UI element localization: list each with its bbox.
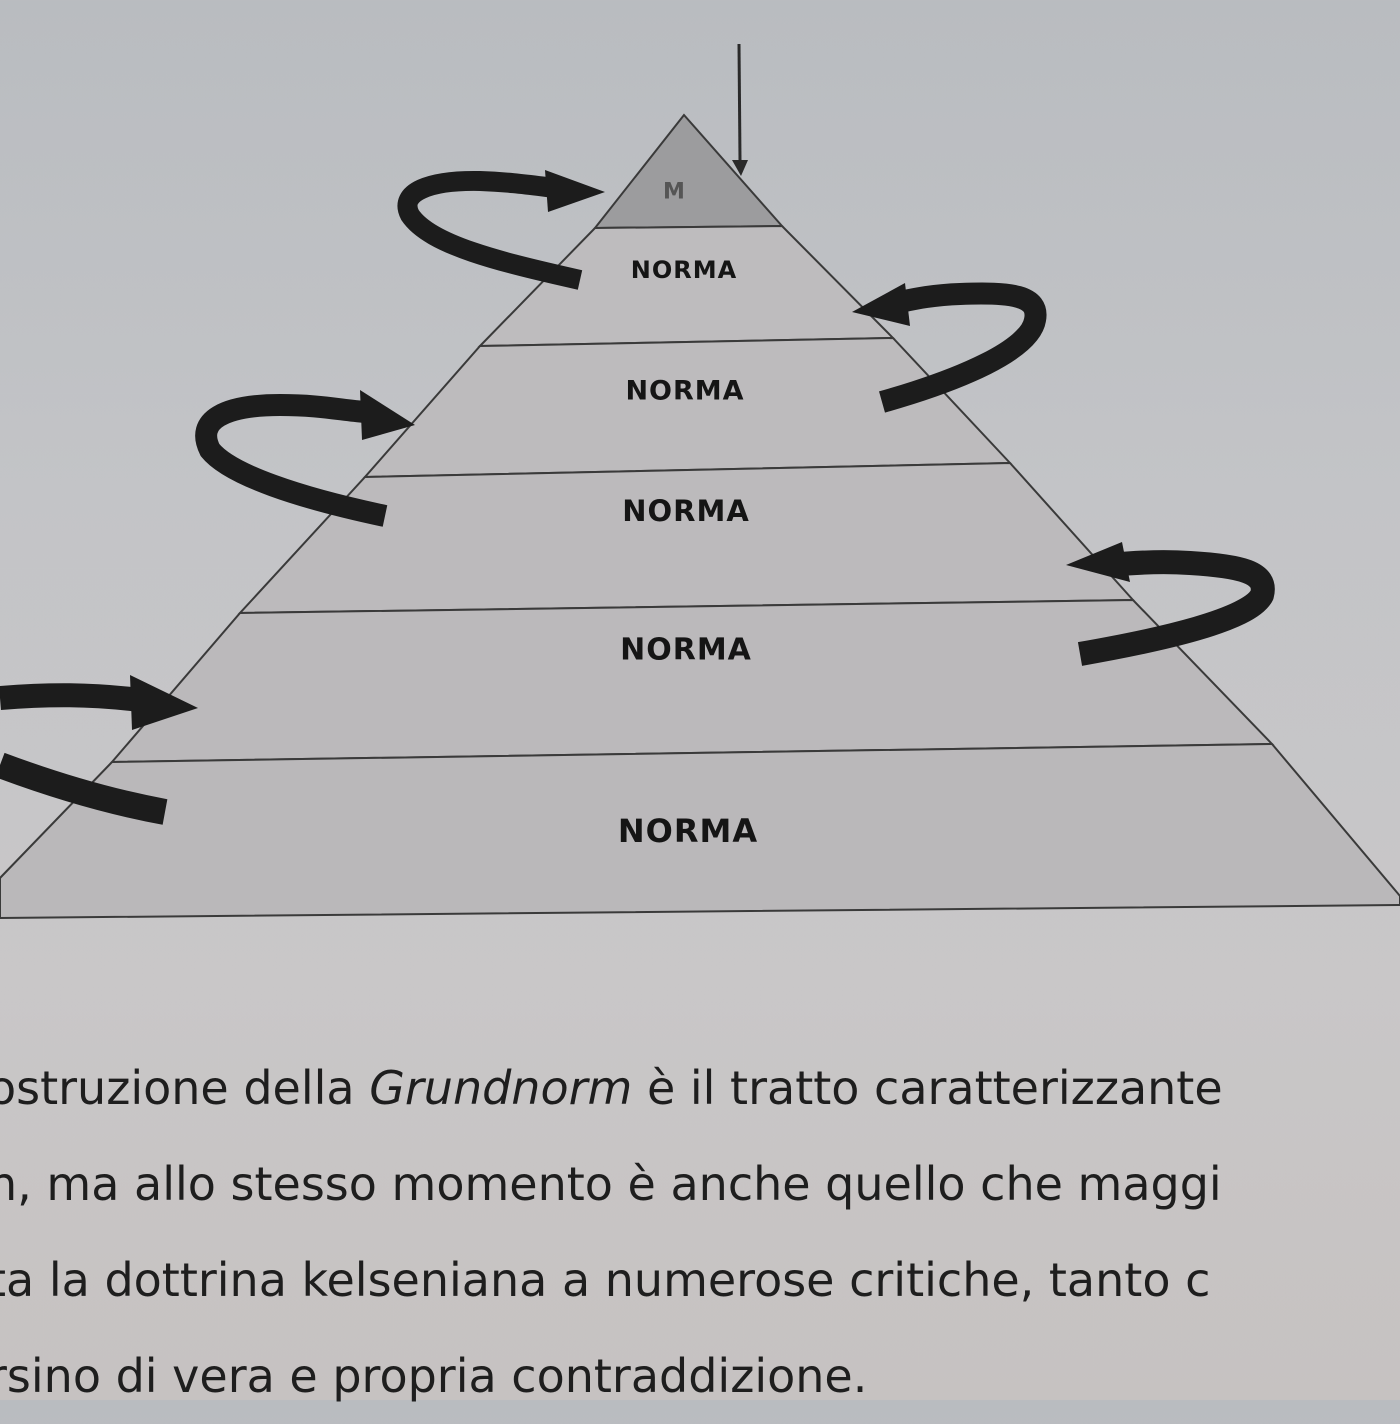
text-line-4: rsino di vera e propria contraddizione. (0, 1349, 868, 1403)
text-line-3: ta la dottrina kelseniana a numerose cri… (0, 1253, 1211, 1307)
layer-label-1: NORMA (630, 256, 738, 284)
layer-label-4: NORMA (620, 632, 752, 668)
curved-arrow-icon (879, 282, 1047, 413)
text-line-1: ostruzione della Grundnorm è il tratto c… (0, 1061, 1223, 1115)
body-paragraph: ostruzione della Grundnorm è il tratto c… (0, 1040, 1400, 1424)
pyramid-graphic (0, 43, 1400, 920)
layer-label-3: NORMA (622, 494, 750, 528)
curved-arrow-icon (195, 393, 388, 527)
curved-arrow-icon (397, 170, 583, 290)
down-arrow-icon (732, 43, 748, 176)
arrowhead-icon (1066, 542, 1130, 582)
curved-arrow-icon (1077, 550, 1275, 666)
kelsen-pyramid-diagram: M NORMA NORMA NORMA NORMA NORMA (0, 43, 1400, 920)
pyramid-layer-4 (109, 598, 1275, 764)
pyramid-layer-1 (477, 224, 896, 348)
arrowhead-icon (360, 390, 415, 440)
italic-term: Grundnorm (369, 1061, 633, 1115)
arrowhead-icon (852, 283, 910, 326)
arrowhead-icon (545, 170, 605, 212)
pyramid-apex (592, 113, 785, 230)
layer-label-2: NORMA (625, 375, 745, 407)
apex-label: M (663, 179, 685, 205)
arrowhead-icon (130, 675, 198, 730)
pyramid-layer-5 (0, 742, 1400, 920)
curved-arrow-icon (0, 683, 168, 825)
pyramid-layer-2 (362, 336, 1013, 479)
text-line-2: n, ma allo stesso momento è anche quello… (0, 1157, 1222, 1211)
layer-label-5: NORMA (617, 812, 759, 850)
pyramid-layer-3 (237, 461, 1136, 615)
